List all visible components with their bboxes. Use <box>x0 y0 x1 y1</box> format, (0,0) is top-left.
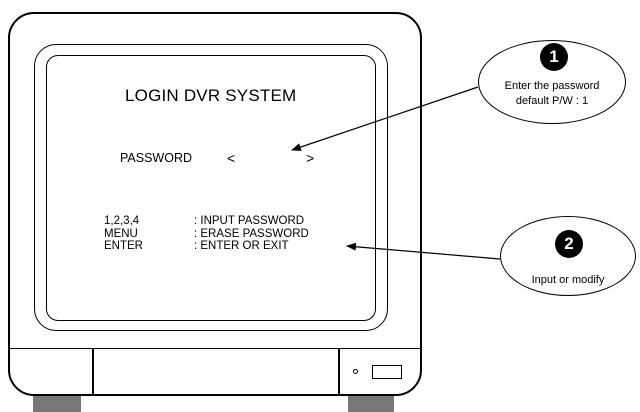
power-led-icon <box>353 369 358 374</box>
callout-2-arrow <box>346 242 501 260</box>
password-close-bracket: > <box>306 150 315 166</box>
monitor-foot-right <box>348 396 394 412</box>
key-label-enter: ENTER <box>104 240 143 252</box>
monitor-control-panel <box>10 348 420 395</box>
key-label-numbers: 1,2,3,4 <box>104 215 140 227</box>
dvr-screen <box>46 55 376 321</box>
power-button[interactable] <box>372 365 402 379</box>
callout-2-text: Input or modify <box>531 274 605 286</box>
key-action-input: : INPUT PASSWORD <box>194 215 305 227</box>
callout-1-text-line-2: default P/W : 1 <box>515 95 589 107</box>
key-label-menu: MENU <box>104 228 138 240</box>
password-open-bracket: < <box>227 150 236 166</box>
callout-1-text-line-1: Enter the password <box>504 80 600 92</box>
panel-divider-left <box>92 349 94 394</box>
callout-2-number-badge: 2 <box>555 230 583 258</box>
password-label: PASSWORD <box>120 151 192 165</box>
key-action-erase: : ERASE PASSWORD <box>194 228 309 240</box>
callout-1-number-badge: 1 <box>540 43 568 71</box>
key-action-enter: : ENTER OR EXIT <box>194 240 289 252</box>
monitor-foot-left <box>33 396 81 412</box>
panel-divider-right <box>338 349 340 394</box>
login-title: LOGIN DVR SYSTEM <box>125 86 297 105</box>
callout-1-arrow <box>291 86 479 151</box>
